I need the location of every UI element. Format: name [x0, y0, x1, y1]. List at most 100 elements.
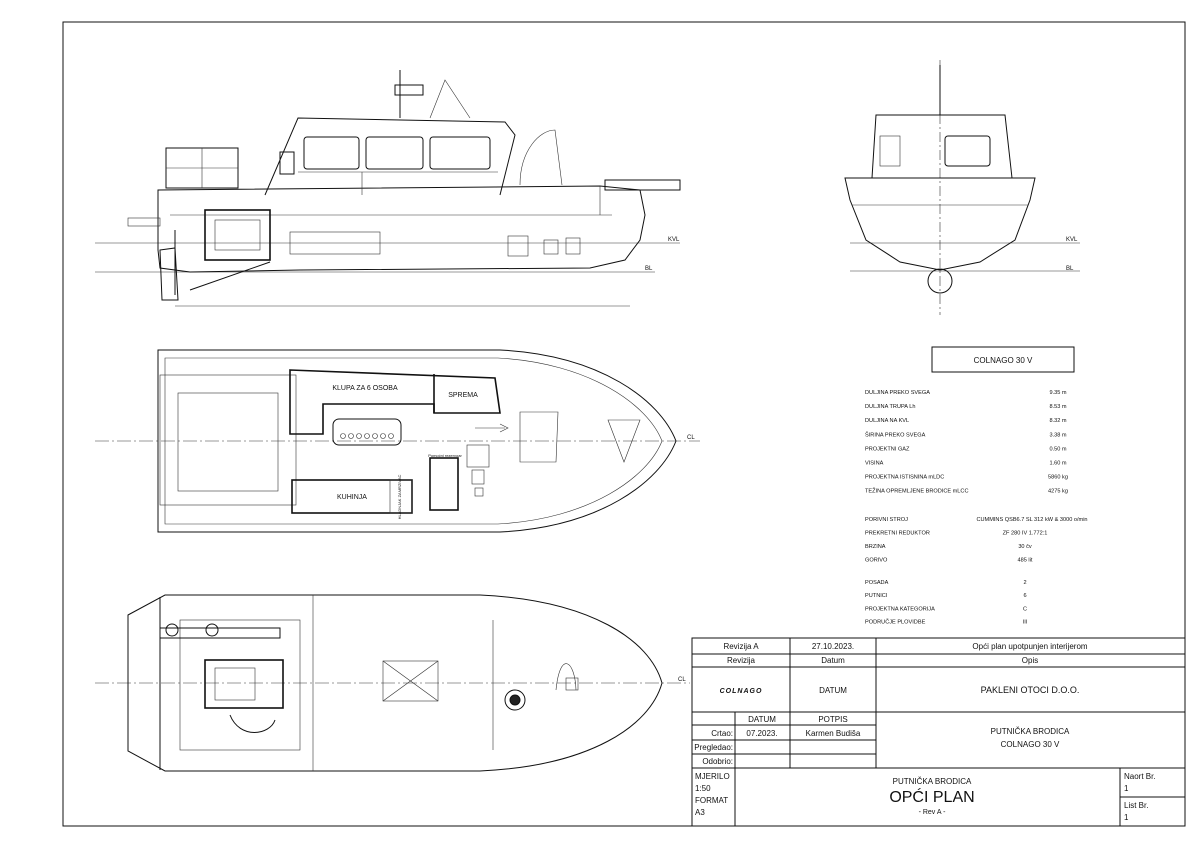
spec-value: 485 lit: [1018, 558, 1033, 564]
front-view: KVL BL: [844, 60, 1080, 315]
spec-value: 3.38 m: [1049, 432, 1066, 438]
spec-value: 1.60 m: [1049, 461, 1066, 467]
fridge-label: HLADNJAK ZAMRZIVAC: [397, 474, 402, 519]
spec-label: PODRUČJE PLOVIDBE: [865, 619, 926, 626]
aux-tank-label: Pomoćni rezervoar: [428, 453, 462, 458]
spec-value: 0.50 m: [1049, 446, 1066, 452]
naort-label: Naort Br.: [1124, 772, 1156, 781]
spec-label: PUTNICI: [865, 593, 888, 599]
title-box: [931, 346, 1075, 373]
format-value: A3: [695, 808, 705, 817]
list-value: 1: [1124, 813, 1129, 822]
spec-value: III: [1023, 620, 1028, 626]
exhaust-flange: [165, 623, 179, 637]
spec-label: PROJEKTNA KATEGORIJA: [865, 606, 935, 612]
side-vent: [279, 151, 295, 175]
exhaust-pipe: [160, 627, 281, 639]
front-propeller: [927, 268, 953, 294]
crtao-date: 07.2023.: [746, 729, 777, 738]
steering-base: [507, 235, 529, 257]
storage-label: SPREMA: [448, 392, 478, 399]
aux-tank: [429, 457, 459, 511]
mjerilo-label: MJERILO: [695, 772, 730, 781]
pregledao-label: Pregledao:: [694, 743, 733, 752]
seat-dot: [380, 433, 386, 439]
cockpit: [159, 374, 297, 506]
windlass-hub: [509, 694, 521, 706]
hatch-1: [543, 239, 559, 255]
seacock: [205, 623, 219, 637]
engine-side: [204, 209, 271, 261]
prop-shaft: [189, 261, 271, 291]
seat-dot: [364, 433, 370, 439]
sheet-rev: - Rev A -: [919, 809, 947, 816]
spec-label: PORIVNI STROJ: [865, 517, 908, 523]
desc-header: Opis: [1022, 656, 1038, 665]
spec-value: 5860 kg: [1048, 475, 1068, 481]
seat-dot: [372, 433, 378, 439]
list-label: List Br.: [1124, 801, 1148, 810]
client-name: PAKLENI OTOCI D.O.O.: [981, 685, 1080, 695]
seat-dot: [348, 433, 354, 439]
deck-plan-view: CL: [95, 594, 690, 772]
project-line1: PUTNIČKA BRODICA: [991, 727, 1070, 736]
seat-dot: [356, 433, 362, 439]
windshield-arc: [519, 129, 563, 186]
spec-label: TEŽINA OPREMLJENE BRODICE mLCC: [865, 487, 969, 495]
spec-label: PROJEKTNA ISTISNINA mLDC: [865, 475, 944, 481]
deck-top-outline: [127, 594, 663, 772]
helm-console: [471, 469, 485, 485]
deck-cl-label: CL: [678, 677, 686, 683]
table-seats: [340, 433, 394, 439]
colnago-logo: COLNAGO: [720, 688, 763, 695]
anchor-windlass: [504, 689, 526, 711]
engine-hatch: [177, 392, 279, 492]
spec-label: VISINA: [865, 461, 884, 467]
front-bl-label: BL: [1066, 266, 1074, 272]
odobrio-label: Odobrio:: [702, 757, 733, 766]
forward-cabin: [519, 411, 559, 463]
hatch-2: [565, 237, 581, 255]
spec-label: DULJINA NA KVL: [865, 418, 909, 424]
naort-value: 1: [1124, 784, 1129, 793]
bl-label: BL: [645, 266, 653, 272]
spec-label: POSADA: [865, 580, 889, 586]
format-label: FORMAT: [695, 796, 728, 805]
spec-label: DULJINA TRUPA Lh: [865, 404, 915, 410]
spec-label: PROJEKTNI GAZ: [865, 446, 910, 452]
engine-block: [214, 219, 261, 251]
deck-inner: [164, 357, 663, 525]
rudder: [159, 247, 179, 301]
front-door: [879, 135, 901, 167]
front-window: [944, 135, 991, 167]
spec-label: GORIVO: [865, 558, 888, 564]
deck-hatch-cross: [382, 660, 439, 702]
crtao-label: Crtao:: [711, 729, 733, 738]
spec-value: C: [1023, 606, 1027, 612]
spec-value: 30 čv: [1018, 544, 1032, 550]
rev-a-date: 27.10.2023.: [812, 642, 854, 651]
sheet-subtitle: PUTNIČKA BRODICA: [893, 777, 972, 786]
seat-dot: [340, 433, 346, 439]
col-datum: DATUM: [748, 715, 776, 724]
fridge: [389, 479, 413, 514]
sheet-border: [62, 21, 1186, 827]
radar-dome: [394, 84, 424, 96]
seat-dot: [388, 433, 394, 439]
forward-hatch: [607, 419, 641, 463]
deck-outline: [157, 349, 677, 533]
spec-label: ŠIRINA PREKO SVEGA: [865, 431, 926, 438]
interior-plan-view: CL KLUPA ZA 6 OSOBA SPREMA KUHINJA HLADN…: [95, 349, 700, 533]
engine-top-block: [214, 667, 256, 701]
title-block-frame: [691, 637, 1186, 827]
rev-a-label: Revizija A: [723, 642, 759, 651]
hose: [229, 714, 276, 733]
scale-value: 1:50: [695, 784, 711, 793]
rev-header: Revizija: [727, 656, 756, 665]
spec-value: 2: [1023, 580, 1026, 586]
window-2: [365, 136, 424, 170]
deck-hatch: [382, 660, 439, 702]
engine-room-top: [179, 619, 301, 751]
kitchen-label: KUHINJA: [337, 494, 367, 501]
sheet-title: OPĆI PLAN: [889, 787, 974, 806]
